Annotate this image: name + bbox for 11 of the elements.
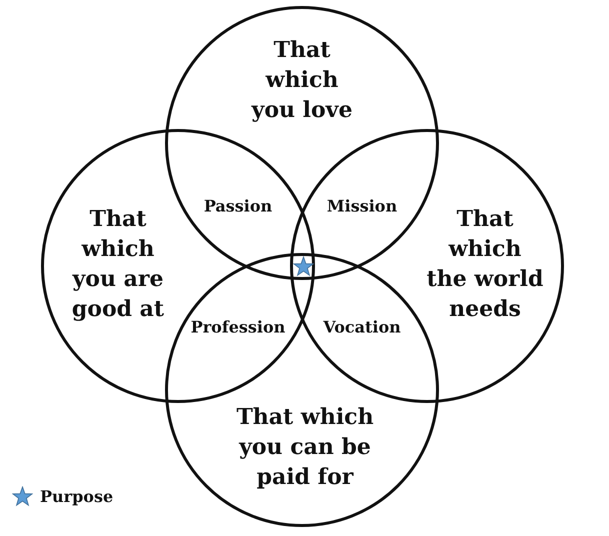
legend-label: Purpose xyxy=(40,487,114,506)
region-label: Passion xyxy=(204,196,272,216)
venn-circle xyxy=(41,129,315,403)
venn-circle xyxy=(290,129,564,403)
region-label: Mission xyxy=(326,196,398,216)
circle-label: That which the world needs xyxy=(426,205,544,324)
region-label: Vocation xyxy=(323,318,401,336)
circle-label: That which you love xyxy=(252,36,352,125)
circle-label: That which you can be paid for xyxy=(236,403,374,492)
region-label: Profession xyxy=(190,318,286,336)
circle-label: That which you are good at xyxy=(72,205,164,324)
